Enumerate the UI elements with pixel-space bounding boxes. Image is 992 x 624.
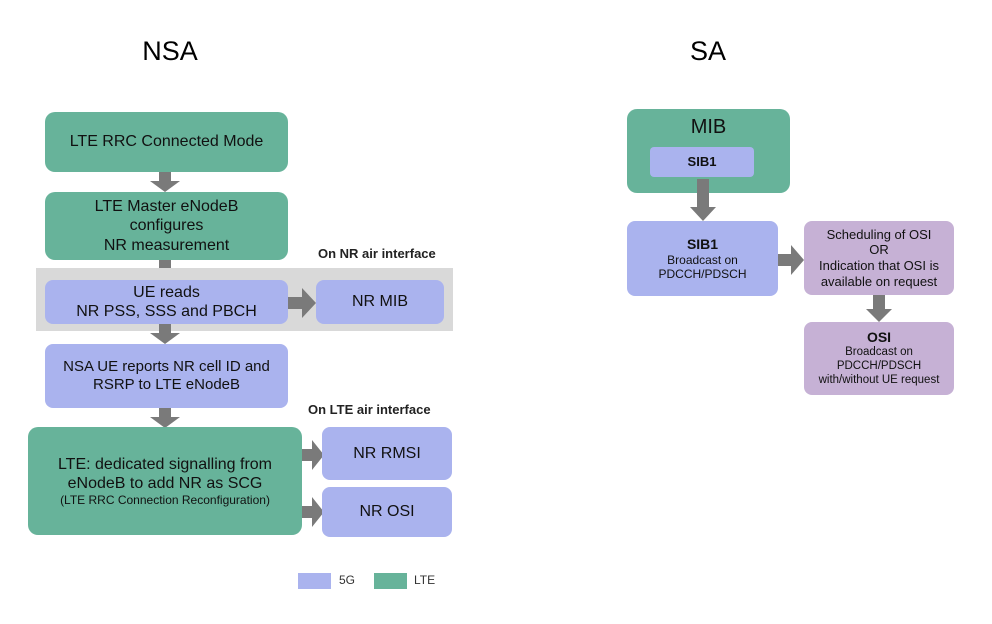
- ue-reads-box: UE reads NR PSS, SSS and PBCH: [45, 280, 288, 324]
- ue-reports-line-1: NSA UE reports NR cell ID and: [63, 358, 270, 375]
- ue-reports-box: NSA UE reports NR cell ID and RSRP to LT…: [45, 344, 288, 408]
- nr-rmsi-box: NR RMSI: [322, 427, 452, 480]
- lte-air-interface-label: On LTE air interface: [308, 402, 431, 417]
- nr-mib-box: NR MIB: [316, 280, 444, 324]
- osi-broadcast-box: OSI Broadcast on PDCCH/PDSCH with/withou…: [804, 322, 954, 395]
- lte-rrc-connected-box: LTE RRC Connected Mode: [45, 112, 288, 172]
- legend-label-lte: LTE: [414, 573, 436, 587]
- arrow-dedicated-to-rmsi: [302, 440, 324, 470]
- mib-label: MIB: [690, 116, 727, 138]
- master-line-2: configures: [129, 217, 204, 235]
- sa-title: SA: [689, 36, 727, 66]
- legend-label-5g: 5G: [339, 573, 356, 587]
- arrow-ue-reads-to-reports: [150, 324, 180, 344]
- legend-swatch-5g: [298, 573, 331, 589]
- sib1-desc-line-1: Broadcast on: [667, 252, 738, 267]
- nsa-title: NSA: [142, 36, 198, 66]
- nr-osi-box: NR OSI: [322, 487, 452, 537]
- scheduling-line-3: Indication that OSI is: [819, 258, 939, 273]
- dedicated-line-2: eNodeB to add NR as SCG: [67, 474, 263, 492]
- ue-reads-line-1: UE reads: [133, 283, 200, 301]
- master-line-1: LTE Master eNodeB: [94, 198, 239, 216]
- osi-desc-line-2: PDCCH/PDSCH: [836, 360, 922, 372]
- lte-rrc-connected-label: LTE RRC Connected Mode: [69, 133, 264, 151]
- scheduling-line-4: available on request: [820, 273, 938, 289]
- arrow-mib-to-sib1: [690, 179, 716, 221]
- arrow-sib1-to-scheduling: [778, 245, 804, 275]
- sib1-inner-box: SIB1: [650, 147, 754, 177]
- scheduling-osi-box: Scheduling of OSI OR Indication that OSI…: [804, 221, 954, 295]
- arrow-reports-to-dedicated: [150, 408, 180, 428]
- legend-swatch-lte: [374, 573, 407, 589]
- nr-osi-label: NR OSI: [359, 503, 415, 521]
- arrow-connected-to-master: [150, 172, 180, 192]
- osi-desc-line-3: with/without UE request: [818, 373, 940, 386]
- sib1-inner-label: SIB1: [687, 154, 717, 170]
- ue-reads-line-2: NR PSS, SSS and PBCH: [76, 303, 257, 320]
- nr-air-interface-label: On NR air interface: [318, 246, 436, 261]
- scheduling-line-2: OR: [869, 242, 889, 258]
- dedicated-sub-label: (LTE RRC Connection Reconfiguration): [60, 492, 270, 507]
- nr-mib-label: NR MIB: [352, 293, 408, 311]
- lte-master-configures-box: LTE Master eNodeB configures NR measurem…: [45, 192, 288, 260]
- ue-reports-line-2: RSRP to LTE eNodeB: [92, 376, 241, 393]
- arrow-dedicated-to-osi: [302, 497, 324, 527]
- sib1-broadcast-box: SIB1 Broadcast on PDCCH/PDSCH: [627, 221, 778, 296]
- osi-desc-line-1: Broadcast on: [845, 346, 913, 359]
- dedicated-line-1: LTE: dedicated signalling from: [57, 455, 273, 473]
- dedicated-signalling-box: LTE: dedicated signalling from eNodeB to…: [28, 427, 302, 535]
- arrow-ue-reads-to-nr-mib: [288, 288, 316, 318]
- nr-rmsi-label: NR RMSI: [353, 444, 421, 462]
- master-line-3: NR measurement: [103, 236, 230, 254]
- sib1-title: SIB1: [686, 235, 719, 252]
- osi-title: OSI: [866, 329, 892, 346]
- sib1-desc-line-2: PDCCH/PDSCH: [658, 266, 747, 281]
- scheduling-line-1: Scheduling of OSI: [826, 226, 932, 242]
- arrow-scheduling-to-osi: [866, 295, 892, 322]
